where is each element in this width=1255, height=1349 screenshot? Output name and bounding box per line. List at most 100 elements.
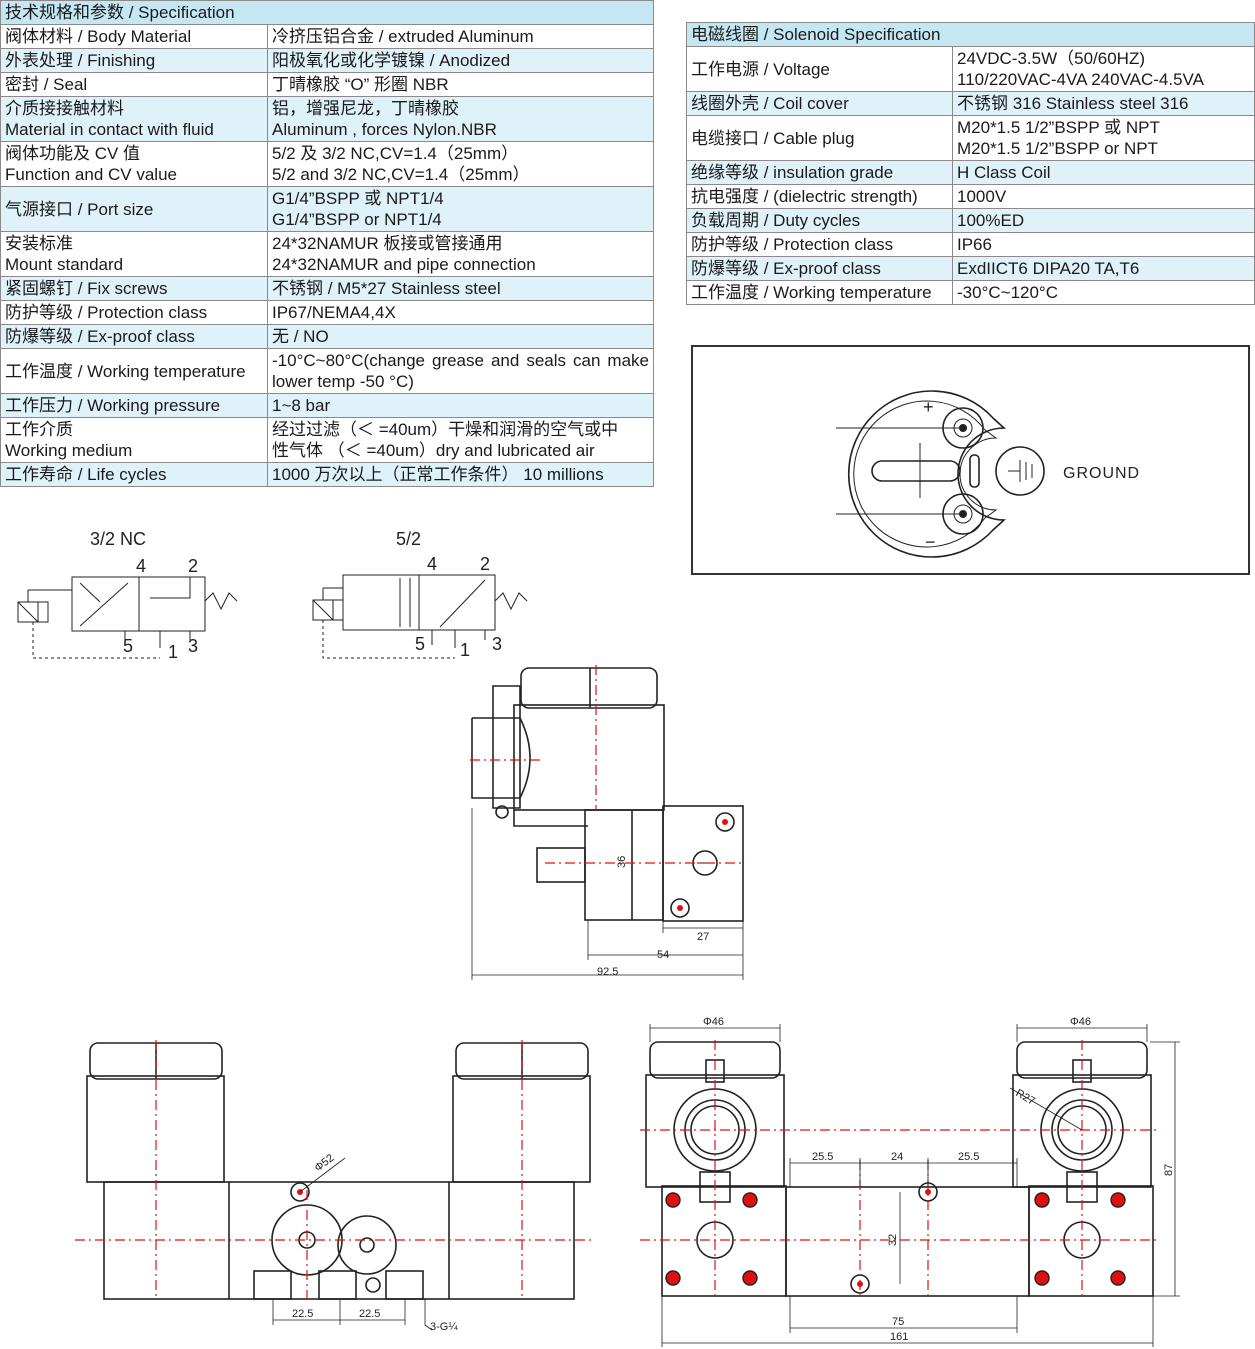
dim-54: 54 (657, 949, 669, 961)
cell-value: ExdIICT6 DIPA20 TA,T6 (952, 256, 1255, 281)
cell-line: H Class Coil (957, 163, 1051, 182)
ground-label: GROUND (1063, 465, 1140, 482)
cell-line: 工作寿命 / Life cycles (5, 465, 167, 484)
cell-line: 工作介质 (5, 420, 73, 439)
five-port-5: 5 (415, 634, 425, 654)
cell-line: 阀体功能及 CV 值 (5, 144, 141, 163)
cell-line: 气源接口 / Port size (5, 199, 154, 219)
dim-phi46-left: Φ46 (703, 1016, 724, 1028)
table-row: 阀体材料 / Body Material 冷挤压铝合金 / extruded Al… (0, 24, 654, 49)
cell-line: 24*32NAMUR and pipe connection (272, 255, 536, 274)
cell-label: 工作电源 / Voltage (686, 46, 953, 92)
cell-line: M20*1.5 1/2”BSPP 或 NPT (957, 118, 1160, 137)
cell-value: 1000 万次以上（正常工作条件） 10 millions (267, 462, 654, 487)
cell-line: Material in contact with fluid (5, 120, 214, 139)
cell-label: 密封 / Seal (0, 72, 268, 97)
cell-line: 安装标准 (5, 234, 73, 253)
cell-line: 紧固螺钉 / Fix screws (5, 279, 168, 298)
nc-port-2: 2 (188, 556, 198, 576)
cell-line: -30°C~120°C (957, 283, 1059, 302)
cell-line: 工作压力 / Working pressure (5, 396, 221, 415)
table-row: 抗电强度 / (dielectric strength) 1000V (686, 184, 1255, 209)
nc-port-4: 4 (136, 556, 146, 576)
cell-line: 介质接接触材料 (5, 99, 124, 118)
cell-line: 防爆等级 / Ex-proof class (691, 259, 881, 278)
dim-161: 161 (890, 1331, 908, 1343)
cell-value: 阳极氧化或化学镀镍 / Anodized (267, 48, 654, 73)
cell-line: 线圈外壳 / Coil cover (691, 94, 849, 113)
side-view-drawing: 36 27 54 92.5 (470, 665, 745, 980)
dim-27: 27 (697, 931, 709, 943)
cell-label: 绝缘等级 / insulation grade (686, 160, 953, 185)
cell-line: 5/2 及 3/2 NC,CV=1.4（25mm） (272, 144, 519, 163)
cell-line: 冷挤压铝合金 / extruded Aluminum (272, 27, 534, 46)
cell-line: 密封 / Seal (5, 75, 88, 94)
cell-line: G1/4”BSPP 或 NPT1/4 (272, 189, 444, 208)
cell-line: 工作温度 / Working temperature (5, 361, 246, 381)
cell-value: 5/2 及 3/2 NC,CV=1.4（25mm） 5/2 and 3/2 NC,… (267, 141, 654, 187)
cell-line: Aluminum , forces Nylon.NBR (272, 120, 497, 139)
cell-line: 性气体 （＜ =40um）dry and lubricated air (272, 441, 595, 460)
nc-port-3: 3 (188, 636, 198, 656)
cell-label: 工作寿命 / Life cycles (0, 462, 268, 487)
cell-label: 防爆等级 / Ex-proof class (686, 256, 953, 281)
cell-line: 抗电强度 / (dielectric strength) (691, 187, 918, 206)
cell-value: 100%ED (952, 208, 1255, 233)
cell-label: 线圈外壳 / Coil cover (686, 91, 953, 116)
spec-table-left: 技术规格和参数 / Specification 阀体材料 / Body Mate… (0, 0, 654, 487)
plus-label: + (923, 397, 934, 417)
cell-label: 气源接口 / Port size (0, 186, 268, 232)
cell-line: 防护等级 / Protection class (5, 303, 208, 322)
five-port-2: 2 (480, 554, 490, 574)
cell-line: 1~8 bar (272, 396, 331, 415)
cell-label: 负载周期 / Duty cycles (686, 208, 953, 233)
cell-line: 1000V (957, 187, 1007, 206)
cell-line: 经过过滤（＜ =40um）干燥和润滑的空气或中 (272, 420, 619, 439)
dim-25-5-a: 25.5 (812, 1151, 833, 1163)
cell-value: 不锈钢 316 Stainless steel 316 (952, 91, 1255, 116)
cell-line: 电缆接口 / Cable plug (691, 128, 855, 148)
cell-label: 电缆接口 / Cable plug (686, 115, 953, 161)
cell-line: 阀体材料 / Body Material (5, 27, 192, 46)
dim-22-5-a: 22.5 (292, 1308, 313, 1320)
cell-value: H Class Coil (952, 160, 1255, 185)
table-row: 防爆等级 / Ex-proof class ExdIICT6 DIPA20 TA,… (686, 256, 1255, 281)
cell-label: 外表处理 / Finishing (0, 48, 268, 73)
cell-line: 5/2 and 3/2 NC,CV=1.4（25mm） (272, 165, 530, 184)
dim-75: 75 (892, 1316, 904, 1328)
cell-line: 阳极氧化或化学镀镍 / Anodized (272, 51, 511, 70)
cell-value: 不锈钢 / M5*27 Stainless steel (267, 276, 654, 301)
cell-label: 工作压力 / Working pressure (0, 393, 268, 418)
cell-value: 无 / NO (267, 324, 654, 349)
cell-label: 紧固螺钉 / Fix screws (0, 276, 268, 301)
dim-92-5: 92.5 (597, 966, 618, 978)
dim-32: 32 (887, 1234, 899, 1246)
cell-value: -30°C~120°C (952, 280, 1255, 305)
cell-label: 工作温度 / Working temperature (0, 348, 268, 394)
cell-label: 防爆等级 / Ex-proof class (0, 324, 268, 349)
nc-port-5: 5 (123, 636, 133, 656)
cell-line: -10°C~80°C(change grease and seals can m… (272, 351, 649, 391)
cell-value: 冷挤压铝合金 / extruded Aluminum (267, 24, 654, 49)
five-title: 5/2 (396, 529, 421, 549)
cell-line: 负载周期 / Duty cycles (691, 211, 861, 230)
right_table-header: 电磁线圈 / Solenoid Specification (686, 22, 1255, 47)
five-port-4: 4 (427, 554, 437, 574)
cell-line: 1000 万次以上（正常工作条件） 10 millions (272, 465, 604, 484)
cell-label: 阀体材料 / Body Material (0, 24, 268, 49)
